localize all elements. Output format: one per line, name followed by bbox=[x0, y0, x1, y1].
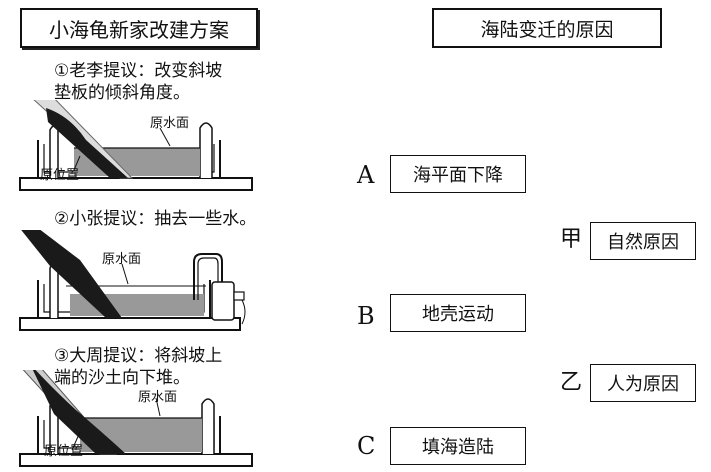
proposal-3-text: ③大周提议：将斜坡上 端的沙土向下堆。 bbox=[54, 345, 222, 389]
proposal-2-text: ②小张提议：抽去一些水。 bbox=[54, 208, 256, 230]
tank-2-water-label: 原水面 bbox=[102, 252, 142, 267]
category-jia-box: 自然原因 bbox=[590, 222, 696, 260]
proposal-2-line-1: ②小张提议：抽去一些水。 bbox=[54, 209, 257, 229]
category-yi-letter: 乙 bbox=[560, 370, 583, 395]
proposal-3-line-1: ③大周提议：将斜坡上 bbox=[54, 346, 223, 366]
proposal-1-line-1: ①老李提议：改变斜坡 bbox=[54, 61, 223, 81]
proposal-2-diagram: 原水面 bbox=[10, 230, 270, 345]
cause-b-letter: B bbox=[357, 302, 375, 330]
tank-3-water-label: 原水面 bbox=[138, 390, 178, 405]
proposal-1-text: ①老李提议：改变斜坡 垫板的倾斜角度。 bbox=[54, 60, 222, 104]
proposal-1-line-2: 垫板的倾斜角度。 bbox=[54, 83, 190, 103]
cause-c-letter: C bbox=[357, 432, 376, 460]
cause-a-letter: A bbox=[357, 161, 375, 189]
tank-1-position-label: 原位置 bbox=[40, 168, 80, 183]
cause-c-box: 填海造陆 bbox=[390, 427, 526, 465]
tank-3-position-label: 原位置 bbox=[44, 444, 84, 459]
category-yi-box: 人为原因 bbox=[590, 364, 696, 402]
tank-3-drawing bbox=[19, 370, 253, 467]
right-title: 海陆变迁的原因 bbox=[432, 8, 662, 48]
proposal-3-line-2: 端的沙土向下堆。 bbox=[54, 368, 190, 388]
cause-b-box: 地壳运动 bbox=[390, 294, 526, 332]
proposal-3-diagram: 原水面 原位置 bbox=[10, 370, 270, 472]
tank-1-drawing bbox=[19, 100, 253, 191]
cause-a-box: 海平面下降 bbox=[390, 155, 526, 193]
proposal-1-diagram: 原水面 原位置 bbox=[10, 100, 270, 200]
category-jia-letter: 甲 bbox=[560, 227, 583, 252]
left-title: 小海龟新家改建方案 bbox=[20, 8, 258, 48]
tank-2-drawing bbox=[19, 230, 246, 331]
tank-1-water-label: 原水面 bbox=[150, 116, 190, 131]
